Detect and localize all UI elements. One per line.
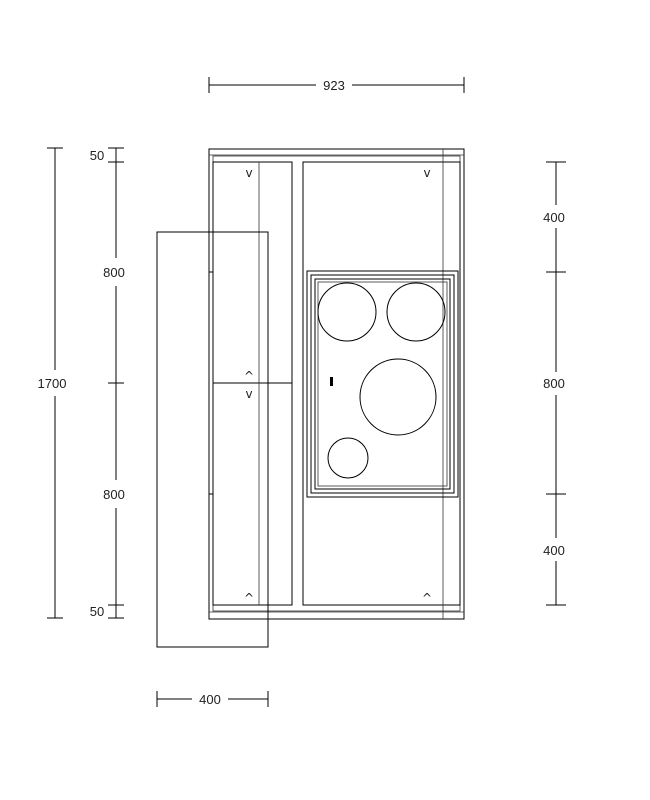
burner-large	[359, 358, 437, 436]
open-mark-up-left-middle: ^	[244, 369, 254, 383]
dimension-label-bottom-width: 400	[199, 692, 221, 707]
open-mark-up-left-bottom: ^	[244, 591, 254, 605]
cooktop-unit	[306, 270, 459, 498]
dimension-left-segments: 50 800 800 50	[90, 147, 125, 619]
opening-marks: v v ^ v ^ ^	[244, 166, 432, 605]
dimension-label-right-middle: 800	[543, 376, 565, 391]
dimension-label-left-bottom: 50	[90, 604, 104, 619]
control-indicator	[330, 377, 333, 386]
dimension-label-right-bottom: 400	[543, 543, 565, 558]
open-mark-down-right-top: v	[423, 166, 430, 180]
dimension-top-width: 923	[208, 77, 465, 93]
burner-small	[327, 437, 369, 479]
dimension-label-left-top: 50	[90, 148, 104, 163]
open-mark-up-right-bottom: ^	[422, 591, 432, 605]
burner-top-left	[317, 282, 377, 342]
dimension-right-segments: 400 800 400	[543, 161, 566, 606]
dimension-label-top-width: 923	[323, 78, 345, 93]
right-cabinet-column	[302, 149, 461, 619]
dimension-label-total-height: 1700	[38, 376, 67, 391]
dimension-label-left-lower: 800	[103, 487, 125, 502]
dimension-bottom-width: 400	[156, 691, 269, 707]
dimension-label-right-top: 400	[543, 210, 565, 225]
side-panel-overlay	[156, 231, 269, 648]
cabinet-body	[208, 148, 465, 620]
burner-top-right	[386, 282, 446, 342]
open-mark-down-left-top: v	[245, 166, 252, 180]
left-cabinet-column	[209, 161, 293, 606]
dimension-total-height: 1700	[38, 147, 67, 619]
open-mark-down-left-middle: v	[245, 387, 252, 401]
dimension-label-left-upper: 800	[103, 265, 125, 280]
